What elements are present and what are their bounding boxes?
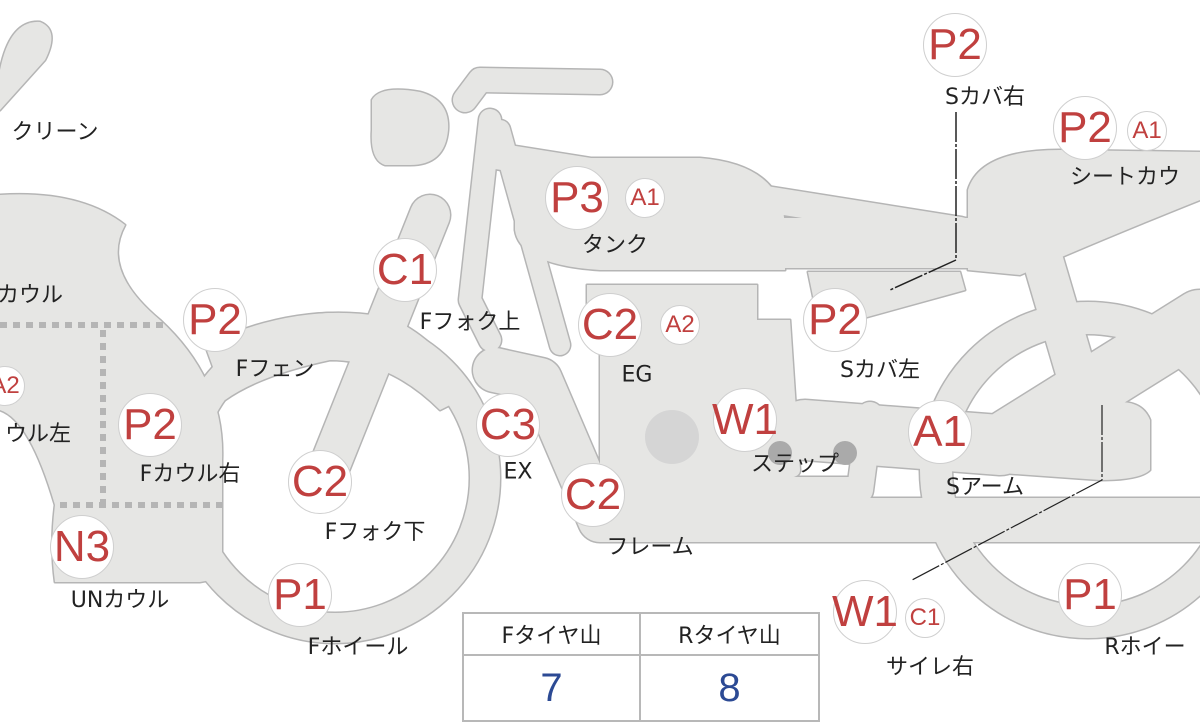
part-label: タンク <box>581 233 649 258</box>
part-label: Sカバ右 <box>945 85 1025 110</box>
part-label: ウル左 <box>4 422 72 447</box>
leader-scover-right <box>889 112 957 291</box>
condition-code-badge: P2 <box>118 393 182 457</box>
leader-silencer-right <box>911 405 1103 581</box>
value-rear-tire: 8 <box>718 665 741 710</box>
condition-code-badge: N3 <box>50 515 114 579</box>
condition-code-badge: P2 <box>183 288 247 352</box>
step-left <box>768 441 792 465</box>
header-front-tire: Fタイヤ山 <box>464 614 641 656</box>
header-rear-tire: Rタイヤ山 <box>641 614 818 656</box>
part-label: Sアーム <box>946 475 1024 500</box>
swing-arm <box>775 290 1200 475</box>
label-cowl: カウル <box>0 283 64 308</box>
engine-cover-circle <box>645 410 699 464</box>
condition-code-badge: A2 <box>660 305 700 345</box>
windscreen <box>0 21 52 110</box>
condition-code-badge: P2 <box>803 288 867 352</box>
part-label: ステップ <box>750 452 840 477</box>
condition-code-badge: A1 <box>1127 111 1167 151</box>
part-label: Fホイール <box>307 635 409 660</box>
condition-code-badge: C1 <box>373 238 437 302</box>
part-label: EX <box>503 459 533 485</box>
condition-code-badge: P1 <box>268 563 332 627</box>
part-label: フレーム <box>606 535 694 560</box>
part-label: Fカウル右 <box>139 462 241 487</box>
part-label: Rホイー <box>1104 635 1186 660</box>
seat <box>772 218 968 268</box>
frame-downtube <box>459 109 501 351</box>
tire-tread-table: Fタイヤ山 Rタイヤ山 7 8 <box>462 612 820 722</box>
condition-code-badge: A1 <box>908 400 972 464</box>
condition-code-badge: W1 <box>712 388 778 452</box>
condition-code-badge: C1 <box>905 598 945 638</box>
condition-code-badge: C2 <box>288 450 352 514</box>
label-screen: クリーン <box>11 120 99 145</box>
part-label: Fフェン <box>235 357 315 382</box>
part-label: シートカウ <box>1069 165 1181 190</box>
condition-code-badge: P2 <box>1053 96 1117 160</box>
condition-code-badge: A1 <box>625 178 665 218</box>
part-label: UNカウル <box>70 588 170 613</box>
part-label: Sカバ左 <box>840 358 920 383</box>
front-fender <box>205 312 470 410</box>
step-right <box>833 441 857 465</box>
condition-code-badge: P1 <box>1058 563 1122 627</box>
condition-code-badge: C2 <box>561 463 625 527</box>
part-label: サイレ右 <box>885 655 975 680</box>
part-label: Fフォク上 <box>419 310 521 335</box>
condition-code-badge: C2 <box>578 293 642 357</box>
value-front-tire: 7 <box>464 656 641 720</box>
part-label: Fフォク下 <box>324 520 426 545</box>
front-cowl <box>0 194 223 582</box>
headlight <box>371 89 449 165</box>
part-label: EG <box>621 362 653 388</box>
condition-code-badge: W1 <box>832 580 898 644</box>
condition-code-badge: P2 <box>923 13 987 77</box>
condition-code-badge: P3 <box>545 166 609 230</box>
handlebar <box>453 68 612 112</box>
condition-code-badge: C3 <box>476 393 540 457</box>
